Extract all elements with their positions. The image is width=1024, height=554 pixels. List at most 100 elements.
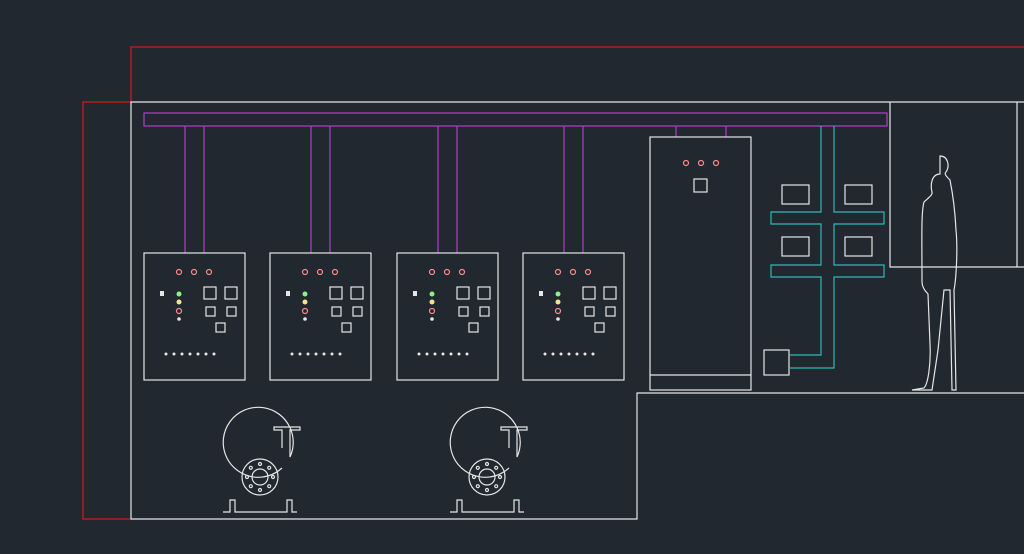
red-boundary-lines — [82, 46, 1024, 520]
red-lamp — [175, 307, 183, 315]
terminal — [290, 352, 294, 356]
pump-volute — [222, 406, 301, 478]
terminal — [433, 352, 437, 356]
pump-base — [223, 499, 297, 513]
indicator-lamp — [584, 268, 592, 276]
terminal — [164, 352, 168, 356]
indicator-lamp — [175, 268, 183, 276]
meter — [456, 286, 470, 300]
green-lamp — [555, 291, 561, 297]
selector-switch — [413, 291, 417, 296]
terminal — [172, 352, 176, 356]
terminal — [417, 352, 421, 356]
bolt — [471, 474, 477, 480]
switch — [226, 306, 237, 317]
selector-switch — [539, 291, 543, 296]
pump-impeller — [468, 458, 506, 496]
yellow-lamp — [555, 299, 561, 305]
switch — [331, 306, 342, 317]
terminal — [425, 352, 429, 356]
bolt — [494, 465, 499, 470]
bolt — [475, 465, 480, 470]
terminal — [338, 352, 342, 356]
push-button — [303, 317, 307, 321]
main-control-cabinet — [649, 136, 752, 391]
field-devices — [763, 184, 873, 376]
terminal — [551, 352, 555, 356]
terminal — [457, 352, 461, 356]
yellow-lamp — [302, 299, 308, 305]
counter — [215, 322, 226, 333]
bolt — [267, 484, 272, 489]
meter — [603, 286, 617, 300]
indicator-lamp — [316, 268, 324, 276]
pump-impeller — [241, 458, 279, 496]
terminal — [449, 352, 453, 356]
terminal — [188, 352, 192, 356]
selector-switch — [160, 291, 164, 296]
terminal — [180, 352, 184, 356]
bolt — [484, 461, 490, 467]
bolt — [270, 474, 276, 480]
terminal — [591, 352, 595, 356]
switch — [605, 306, 616, 317]
bolt — [484, 487, 490, 493]
panel-enclosure — [143, 252, 246, 381]
indicator-lamp — [428, 268, 436, 276]
switch — [352, 306, 363, 317]
bolt — [257, 461, 263, 467]
control-panel — [143, 126, 246, 381]
terminal — [314, 352, 318, 356]
terminal — [196, 352, 200, 356]
panel-enclosure — [396, 252, 499, 381]
terminal — [330, 352, 334, 356]
terminal — [465, 352, 469, 356]
meter — [329, 286, 343, 300]
yellow-lamp — [429, 299, 435, 305]
indicator-lamp — [301, 268, 309, 276]
bolt — [497, 474, 503, 480]
terminal — [583, 352, 587, 356]
centrifugal-pump — [449, 406, 528, 513]
green-lamp — [302, 291, 308, 297]
switch — [458, 306, 469, 317]
terminal — [322, 352, 326, 356]
red-lamp — [428, 307, 436, 315]
green-lamp — [429, 291, 435, 297]
terminal — [575, 352, 579, 356]
meter — [477, 286, 491, 300]
terminal — [306, 352, 310, 356]
switch — [205, 306, 216, 317]
bolt — [244, 474, 250, 480]
bolt — [248, 465, 253, 470]
meter — [582, 286, 596, 300]
terminal — [212, 352, 216, 356]
control-panel — [269, 126, 372, 381]
terminal — [204, 352, 208, 356]
indicator-lamp — [443, 268, 451, 276]
indicator-lamp — [458, 268, 466, 276]
control-panel — [522, 126, 625, 381]
human-figure — [911, 155, 958, 391]
pump-base — [450, 499, 524, 513]
centrifugal-pump — [222, 406, 301, 513]
panel-enclosure — [522, 252, 625, 381]
push-button — [177, 317, 181, 321]
room-outline — [130, 101, 1024, 520]
indicator-lamp — [554, 268, 562, 276]
green-lamp — [176, 291, 182, 297]
selector-switch — [286, 291, 290, 296]
counter — [594, 322, 605, 333]
push-button — [430, 317, 434, 321]
terminal — [567, 352, 571, 356]
push-button — [556, 317, 560, 321]
bolt — [475, 484, 480, 489]
meter — [224, 286, 238, 300]
branch-cable-tray — [770, 126, 885, 369]
pump-shaft — [251, 468, 269, 486]
indicator-lamp — [190, 268, 198, 276]
meter — [203, 286, 217, 300]
red-lamp — [554, 307, 562, 315]
indicator-lamp — [331, 268, 339, 276]
